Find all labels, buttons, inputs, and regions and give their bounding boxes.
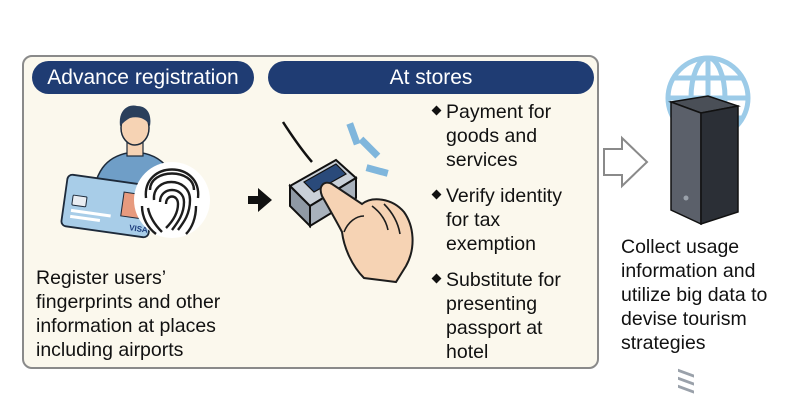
bullet-line: Payment for xyxy=(446,101,552,123)
hollow-arrow-icon xyxy=(603,135,649,189)
caption-line: including airports xyxy=(36,339,184,361)
diamond-bullet-icon xyxy=(431,273,442,284)
bullet-line: exemption xyxy=(446,233,536,255)
caption-line: information and xyxy=(621,260,756,282)
caption-line: devise tourism xyxy=(621,308,747,330)
list-item-verify-identity: Verify identity for tax exemption xyxy=(430,184,598,256)
server-icon xyxy=(668,95,741,394)
bullet-line: for tax xyxy=(446,209,501,231)
bullet-line: presenting xyxy=(446,293,538,315)
flow-arrow-icon xyxy=(248,188,272,212)
caption-line: utilize big data to xyxy=(621,284,768,306)
caption-line: Register users’ xyxy=(36,267,167,289)
at-stores-header: At stores xyxy=(268,61,594,94)
list-item-payment: Payment for goods and services xyxy=(430,100,598,172)
bullet-line: hotel xyxy=(446,341,489,363)
bullet-line: goods and xyxy=(446,125,538,147)
bullet-line: passport at xyxy=(446,317,543,339)
bullet-line: services xyxy=(446,149,518,171)
advance-registration-header: Advance registration xyxy=(32,61,254,94)
advance-registration-caption: Register users’ fingerprints and other i… xyxy=(36,266,220,362)
bullet-line: Verify identity xyxy=(446,185,562,207)
hand-icon xyxy=(319,181,414,284)
diamond-bullet-icon xyxy=(431,105,442,116)
bullet-line: Substitute for xyxy=(446,269,561,291)
caption-line: information at places xyxy=(36,315,216,337)
diamond-bullet-icon xyxy=(431,189,442,200)
caption-line: Collect usage xyxy=(621,236,740,258)
caption-line: strategies xyxy=(621,332,706,354)
data-collection-caption: Collect usage information and utilize bi… xyxy=(621,235,767,355)
caption-line: fingerprints and other xyxy=(36,291,221,313)
store-uses-list: Payment for goods and services Verify id… xyxy=(430,100,598,376)
list-item-passport: Substitute for presenting passport at ho… xyxy=(430,268,598,364)
card-brand-text: VISA xyxy=(129,223,149,235)
fingerprint-icon xyxy=(134,162,210,238)
id-card-icon: VISA xyxy=(60,173,156,239)
